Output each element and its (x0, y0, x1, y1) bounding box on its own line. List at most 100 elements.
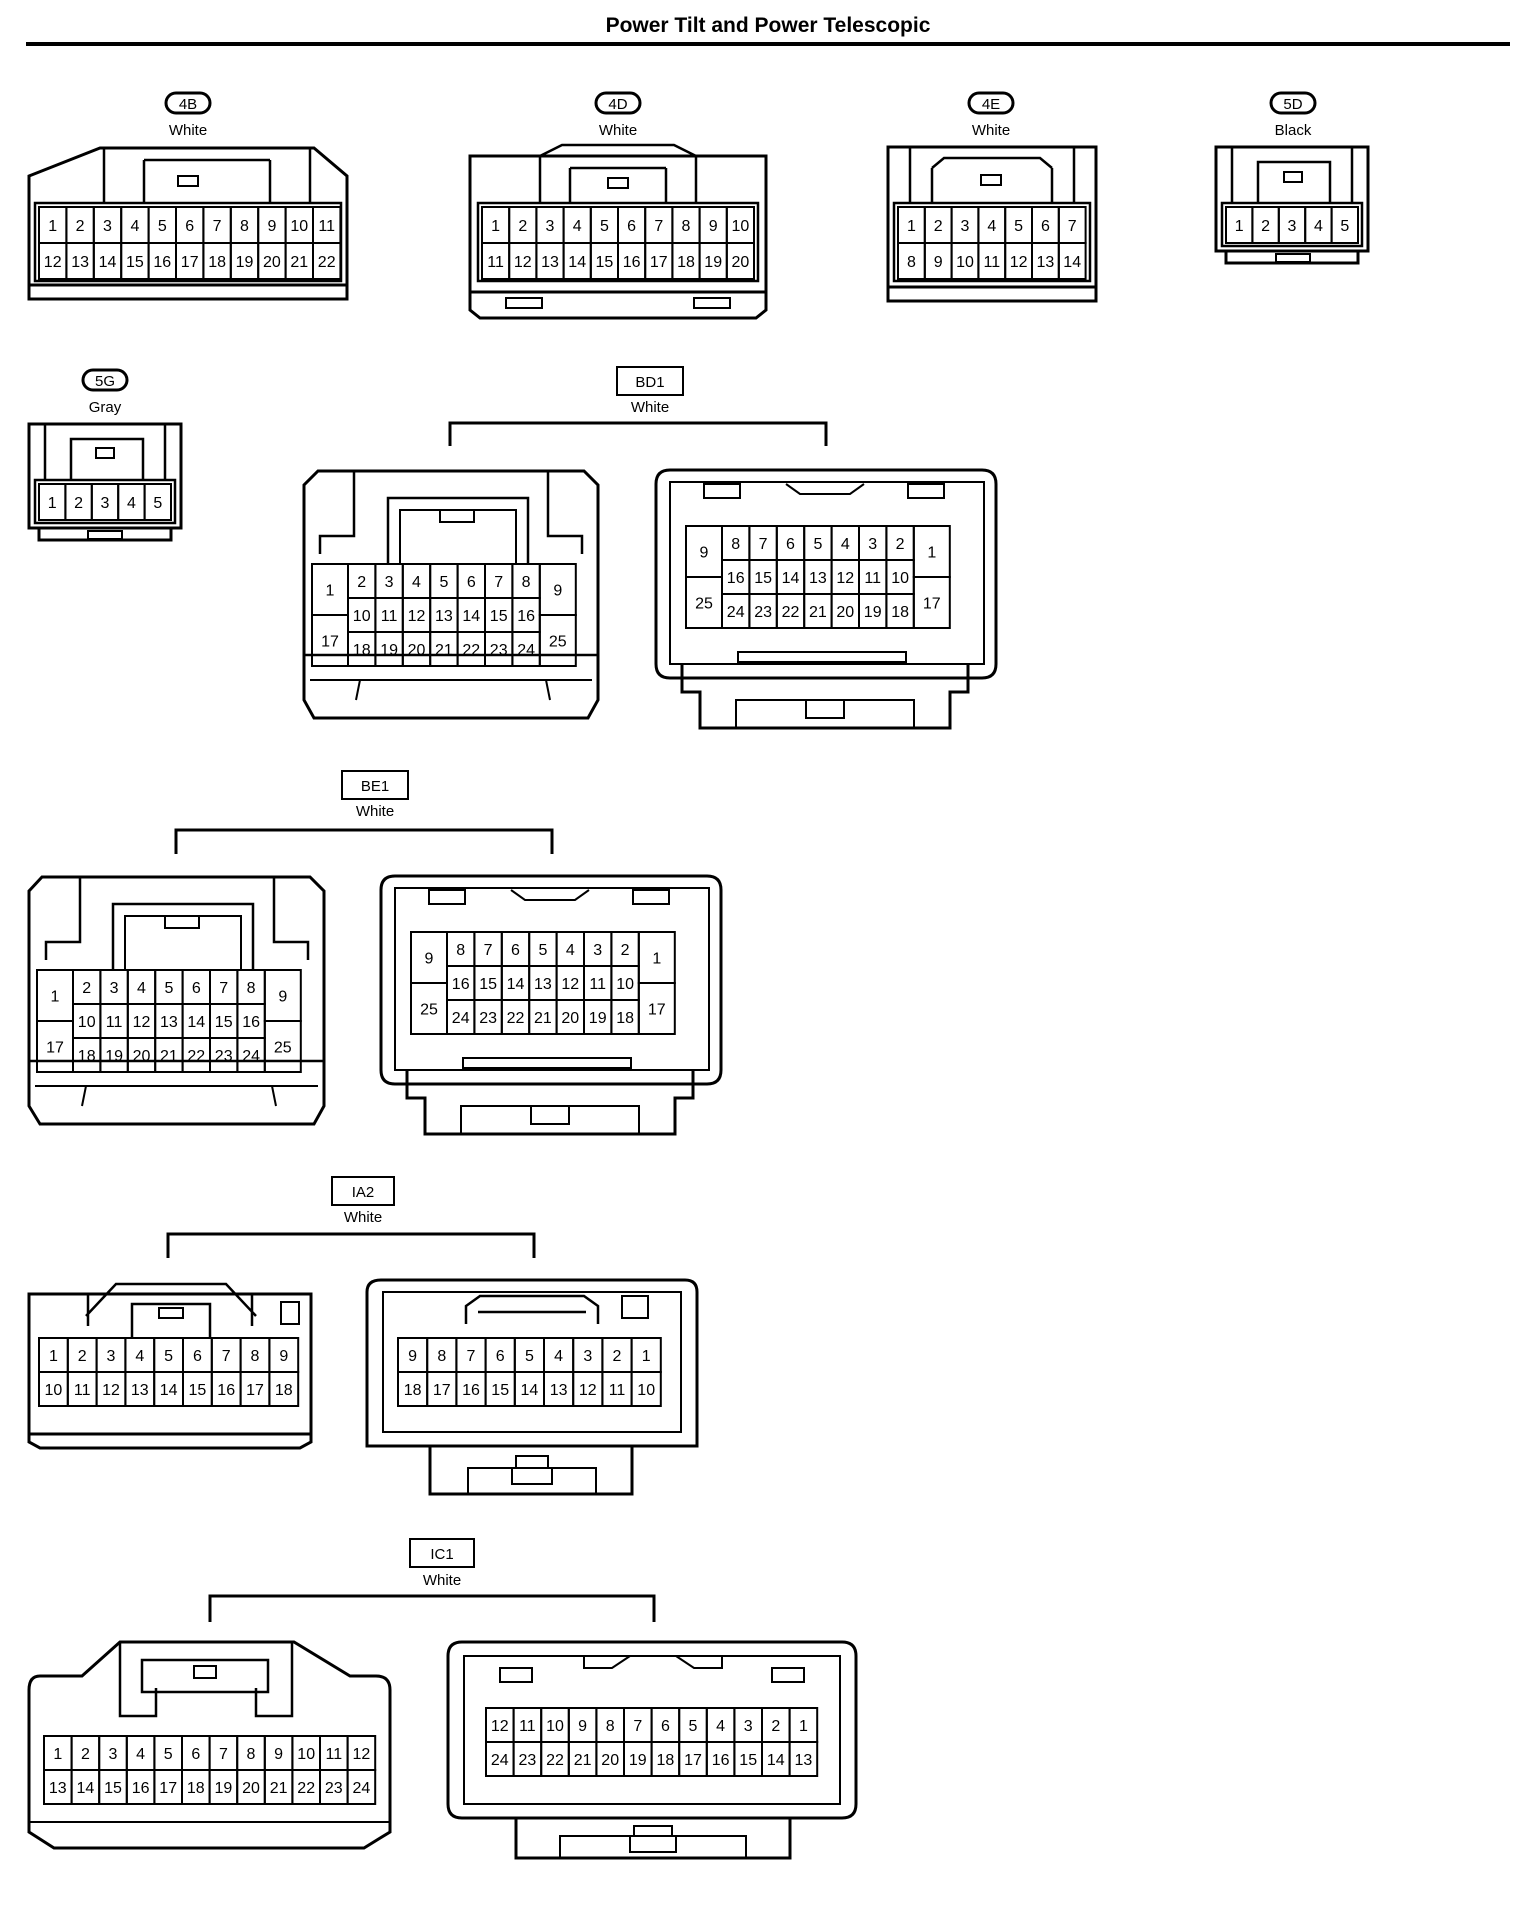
base-latch (559, 1825, 747, 1858)
connector-id: 4B (179, 96, 197, 113)
pin-number: 20 (133, 1048, 151, 1065)
pin-number: 17 (433, 1382, 451, 1399)
connector-id-badge (1269, 91, 1317, 115)
pin-number: 4 (566, 942, 575, 959)
connector-housing (365, 1278, 699, 1448)
latch-tab (158, 1307, 184, 1319)
pin-number: 14 (1063, 254, 1081, 271)
pin-number: 18 (891, 604, 909, 621)
pin-number: 6 (192, 980, 201, 997)
top-slot (499, 1667, 533, 1683)
connector-color: Black (1275, 122, 1312, 139)
pin-number: 10 (637, 1382, 655, 1399)
pin-number: 12 (514, 254, 532, 271)
housing-shoulder (318, 471, 584, 554)
pin-number: 12 (836, 570, 854, 587)
top-slot (771, 1667, 805, 1683)
latch-window (399, 509, 517, 565)
pin-number: 1 (799, 1718, 808, 1735)
pin-number: 1 (48, 495, 57, 512)
pin-number: 10 (297, 1746, 315, 1763)
pin-number: 1 (907, 218, 916, 235)
pin-number: 8 (606, 1718, 615, 1735)
pin-number: 24 (491, 1752, 509, 1769)
pin-number: 4 (130, 218, 139, 235)
pin-number: 25 (420, 1002, 438, 1019)
pin-number: 4 (1314, 218, 1323, 235)
pin-cell (788, 1741, 819, 1777)
pin-number: 20 (242, 1780, 260, 1797)
connector-id: BD1 (635, 374, 664, 391)
connector-color: White (423, 1572, 461, 1589)
bracket (166, 1232, 536, 1258)
pin-number: 9 (408, 1348, 417, 1365)
pin-number: 13 (71, 254, 89, 271)
pin-number: 7 (633, 1718, 642, 1735)
pin-number: 6 (661, 1718, 670, 1735)
pin-number: 9 (709, 218, 718, 235)
pin-number: 4 (554, 1348, 563, 1365)
pin-number: 16 (217, 1382, 235, 1399)
pin-number: 12 (561, 976, 579, 993)
pin-number: 3 (593, 942, 602, 959)
pin-number: 16 (517, 608, 535, 625)
pin-number: 12 (408, 608, 426, 625)
pin-number: 2 (81, 1746, 90, 1763)
housing-base (310, 679, 592, 701)
pin-number: 17 (159, 1780, 177, 1797)
pin-number: 6 (1041, 218, 1050, 235)
connector-id: IA2 (352, 1184, 375, 1201)
base-latch (735, 699, 915, 728)
pin-number: 13 (160, 1014, 178, 1031)
pin-number: 10 (732, 218, 750, 235)
connector-housing (27, 1640, 392, 1850)
pin-number: 12 (353, 1746, 371, 1763)
pin-number: 21 (160, 1048, 178, 1065)
pin-cell (538, 614, 577, 667)
pin-number: 11 (864, 570, 881, 587)
pin-number: 2 (621, 942, 630, 959)
connector-id-box (409, 1538, 475, 1568)
bracket (174, 828, 554, 854)
pin-number: 5 (1014, 218, 1023, 235)
base-slot (87, 530, 123, 540)
pin-number: 22 (318, 254, 336, 271)
pin-number: 19 (704, 254, 722, 271)
pin-frame (476, 201, 760, 283)
connector-color: White (631, 399, 669, 416)
connector-id: 4E (982, 96, 1000, 113)
latch-tab (980, 174, 1002, 186)
pin-number: 7 (467, 1348, 476, 1365)
pin-number: 3 (110, 980, 119, 997)
pin-number: 9 (700, 545, 709, 562)
pin-number: 11 (106, 1014, 123, 1031)
pin-number: 7 (222, 1348, 231, 1365)
pin-cell (725, 242, 755, 280)
latch-tab (607, 177, 629, 189)
pin-number: 4 (841, 536, 850, 553)
pin-number: 6 (496, 1348, 505, 1365)
connector-id-badge (164, 91, 212, 115)
pin-number: 14 (521, 1382, 539, 1399)
pin-frame (892, 201, 1092, 283)
latch-frame (102, 148, 312, 202)
pin-cell (1057, 242, 1087, 280)
connector-color: White (169, 122, 207, 139)
pin-number: 20 (601, 1752, 619, 1769)
pin-number: 17 (923, 596, 941, 613)
pin-number: 2 (771, 1718, 780, 1735)
pin-number: 1 (927, 545, 936, 562)
pin-number: 14 (568, 254, 586, 271)
latch-frame (111, 902, 255, 970)
pin-number: 17 (181, 254, 199, 271)
